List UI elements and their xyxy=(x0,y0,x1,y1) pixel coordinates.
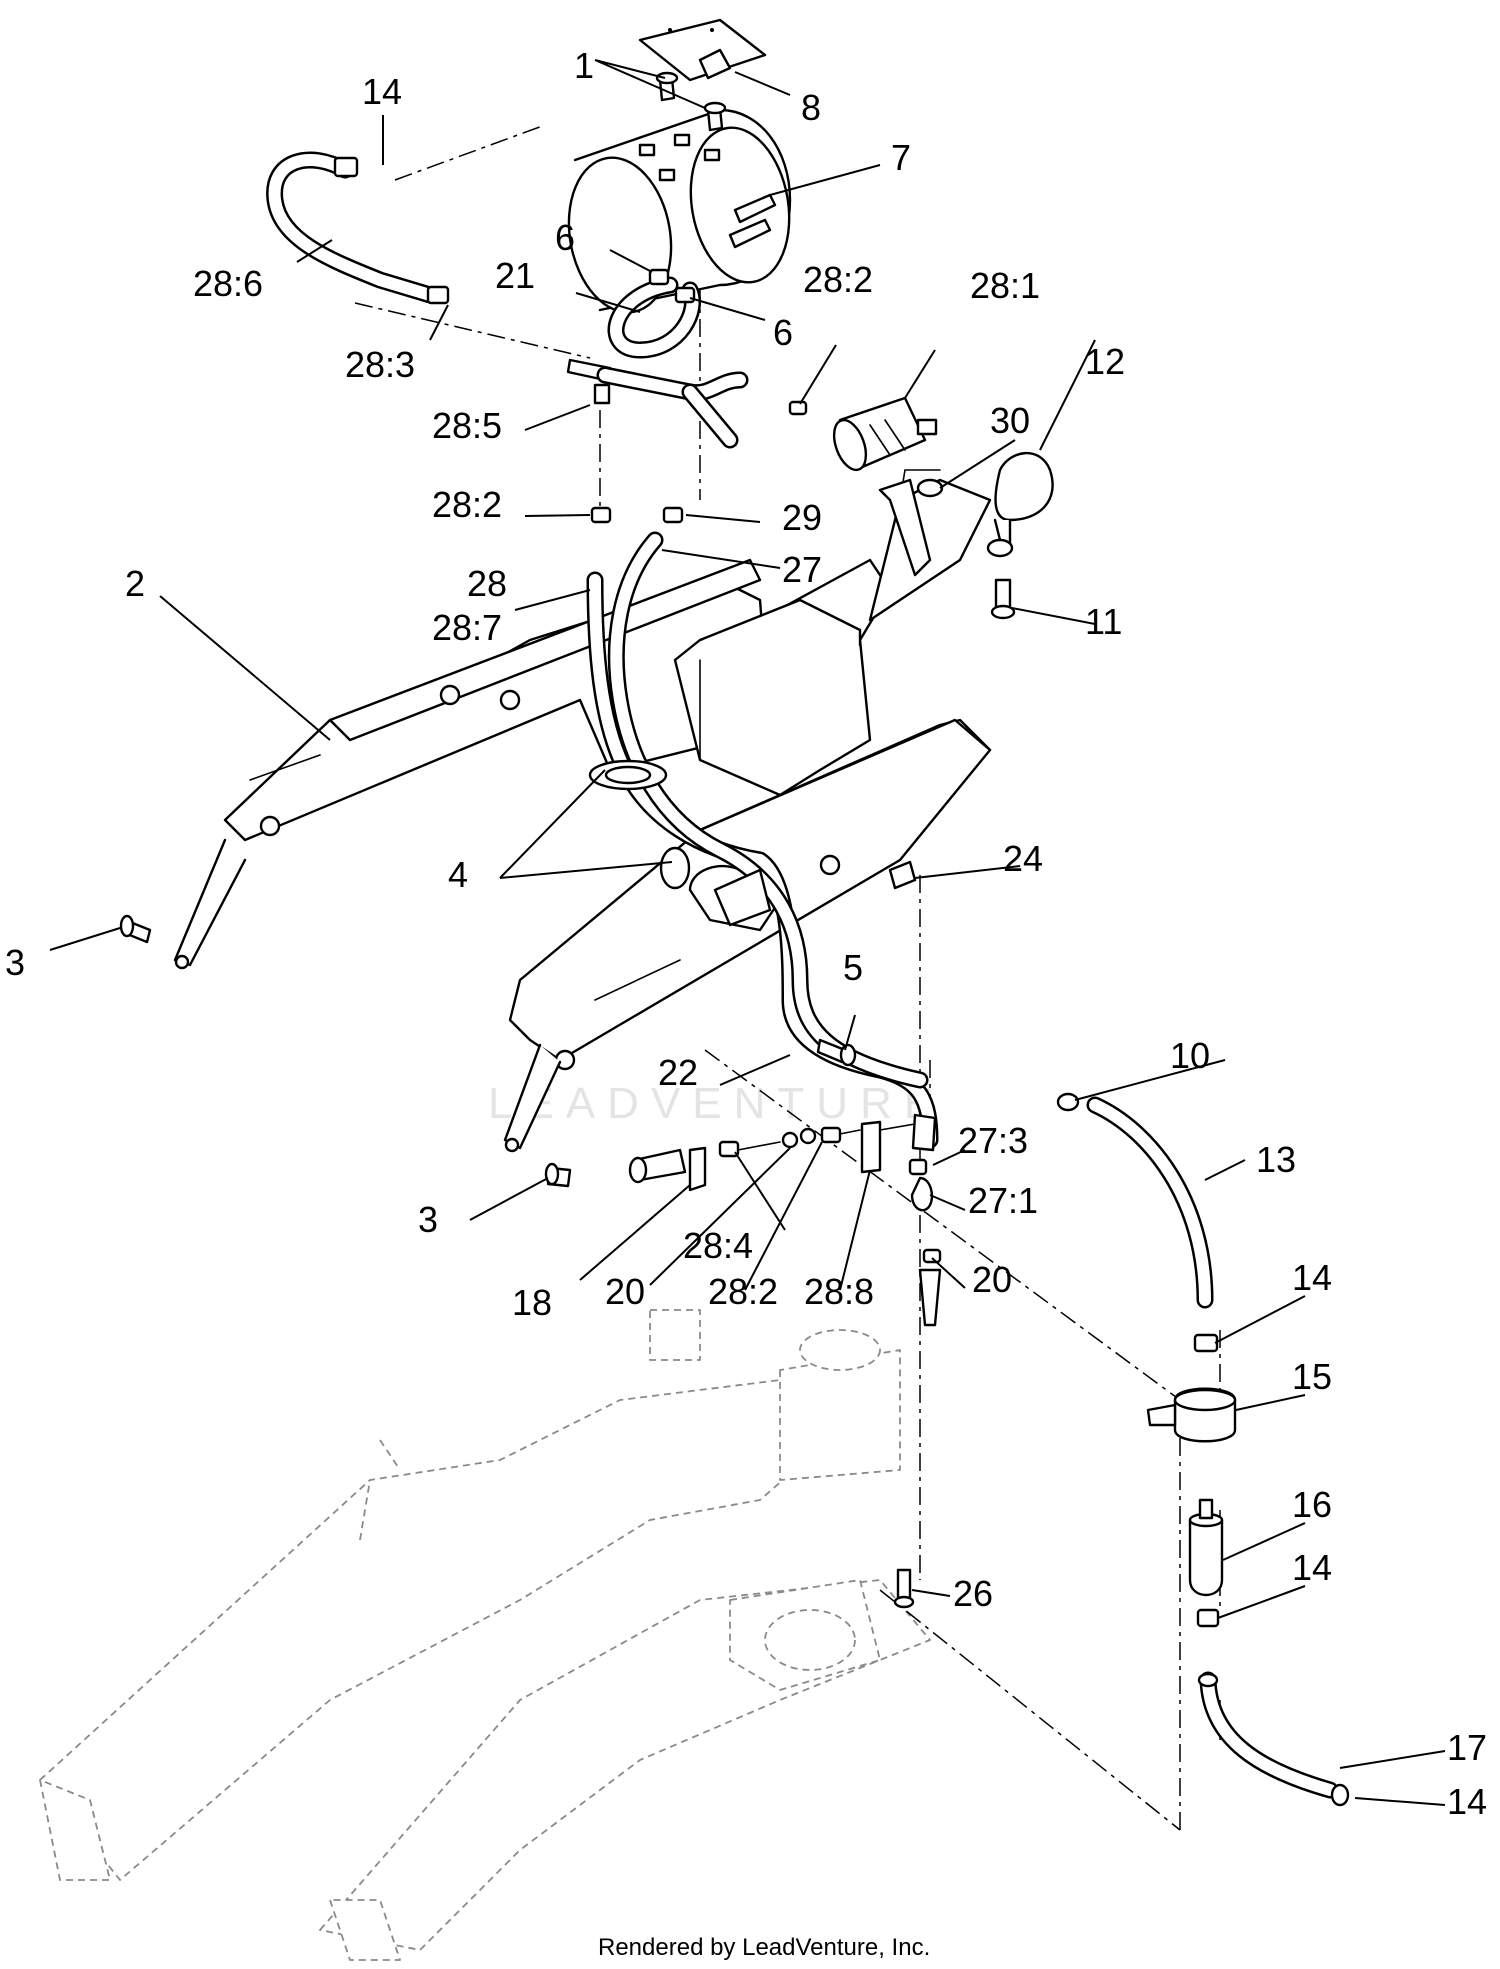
bolt-5 xyxy=(816,1038,857,1067)
grommet-24 xyxy=(888,860,917,890)
callout-labels: 1 8 14 7 6 21 6 28:6 28:3 28:2 28:1 12 2… xyxy=(5,45,1487,1822)
part-12 xyxy=(986,451,1054,558)
callout-11: 11 xyxy=(1085,601,1122,642)
hose-21 xyxy=(607,276,702,359)
callout-20a: 20 xyxy=(972,1259,1012,1300)
callout-14b: 14 xyxy=(1292,1257,1332,1298)
callout-28-1: 28:1 xyxy=(970,265,1040,306)
callout-3a: 3 xyxy=(5,942,25,983)
callout-5: 5 xyxy=(843,947,863,988)
callout-24: 24 xyxy=(1003,838,1043,879)
callout-3b: 3 xyxy=(418,1199,438,1240)
bolt-11 xyxy=(990,578,1016,620)
callout-16: 16 xyxy=(1292,1484,1332,1525)
callout-7: 7 xyxy=(891,137,911,178)
bolt-3b xyxy=(544,1162,572,1188)
bolt-26 xyxy=(893,1568,915,1609)
callout-22: 22 xyxy=(658,1052,698,1093)
frame-ghost xyxy=(39,1309,931,1961)
main-hose xyxy=(586,531,939,1149)
callout-28-4: 28:4 xyxy=(683,1225,753,1266)
callout-20b: 20 xyxy=(605,1271,645,1312)
callout-27: 27 xyxy=(782,549,822,590)
callout-13: 13 xyxy=(1256,1139,1296,1180)
vent-hose xyxy=(266,151,450,305)
callout-28-7: 28:7 xyxy=(432,607,502,648)
canister-bracket xyxy=(638,18,767,82)
callout-28-2c: 28:2 xyxy=(708,1271,778,1312)
tee-fitting xyxy=(566,358,749,449)
callout-6: 6 xyxy=(555,217,575,258)
clamp-29 xyxy=(662,506,684,524)
bolt-3a xyxy=(119,914,152,944)
leader-lines xyxy=(49,59,1446,1806)
callout-14: 14 xyxy=(362,71,402,112)
lower-fittings xyxy=(628,1113,942,1327)
callout-28-8: 28:8 xyxy=(804,1271,874,1312)
callout-27-3: 27:3 xyxy=(958,1120,1028,1161)
callout-6b: 6 xyxy=(773,312,793,353)
callout-28-3: 28:3 xyxy=(345,344,415,385)
footer-credit: Rendered by LeadVenture, Inc. xyxy=(598,1934,930,1961)
callout-15: 15 xyxy=(1292,1356,1332,1397)
callout-29: 29 xyxy=(782,497,822,538)
callout-28-2a: 28:2 xyxy=(803,259,873,300)
clamp-6a xyxy=(648,268,670,286)
callout-28-5: 28:5 xyxy=(432,405,502,446)
callout-30: 30 xyxy=(990,400,1030,441)
filter-bracket xyxy=(878,478,932,577)
clamp-28-2a xyxy=(788,400,808,416)
callout-14d: 14 xyxy=(1447,1781,1487,1822)
callout-10: 10 xyxy=(1170,1035,1210,1076)
callout-8: 8 xyxy=(801,87,821,128)
callout-4: 4 xyxy=(448,854,468,895)
callout-14c: 14 xyxy=(1292,1547,1332,1588)
callout-26: 26 xyxy=(953,1573,993,1614)
callout-28: 28 xyxy=(467,563,507,604)
washer-30 xyxy=(916,478,944,498)
callout-17: 17 xyxy=(1447,1727,1487,1768)
callout-21: 21 xyxy=(495,255,535,296)
callout-18: 18 xyxy=(512,1282,552,1323)
callout-28-6: 28:6 xyxy=(193,263,263,304)
fuel-tank xyxy=(673,469,992,797)
callout-2: 2 xyxy=(125,563,145,604)
callout-28-2b: 28:2 xyxy=(432,484,502,525)
clamp-6b xyxy=(674,286,696,304)
clamp-28-2b xyxy=(590,506,612,524)
callout-27-1: 27:1 xyxy=(968,1180,1038,1221)
right-fuel-line xyxy=(1056,1092,1350,1807)
callout-1: 1 xyxy=(574,45,594,86)
inline-filter xyxy=(832,396,938,472)
callout-12: 12 xyxy=(1085,341,1125,382)
watermark: LEADVENTURE xyxy=(488,1079,945,1128)
bolts-1 xyxy=(655,71,727,132)
